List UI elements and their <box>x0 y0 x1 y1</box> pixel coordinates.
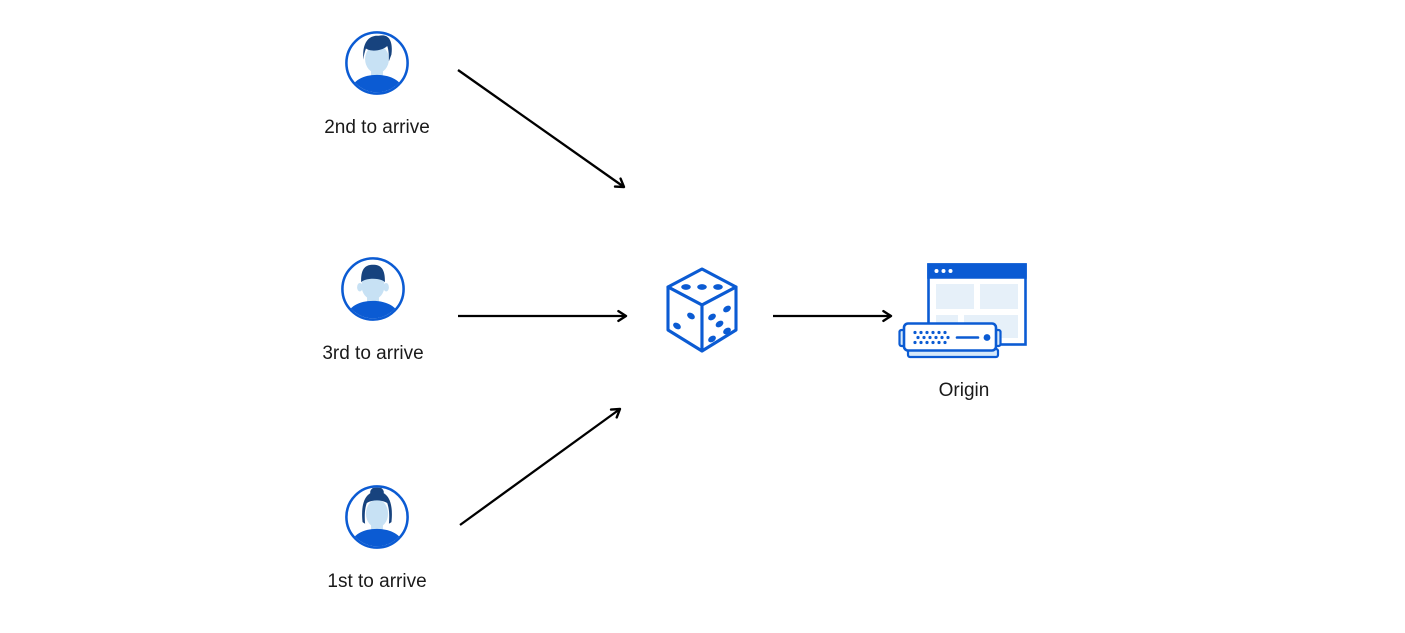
browser-server-icon <box>898 262 1030 364</box>
server-icon <box>898 322 1002 359</box>
arrow-user-2nd-to-dice <box>457 69 626 189</box>
dice-icon <box>664 267 740 359</box>
male-avatar-flattop-icon <box>339 255 407 323</box>
male-avatar-pompadour-icon <box>343 29 411 97</box>
node-label-user-3rd: 3rd to arrive <box>322 343 424 364</box>
node-user-3rd: 3rd to arrive <box>322 255 424 366</box>
node-randomizer <box>664 265 740 355</box>
node-label-user-1st: 1st to arrive <box>327 571 427 592</box>
node-origin: Origin <box>898 262 1030 403</box>
node-label-user-2nd: 2nd to arrive <box>324 117 430 138</box>
node-user-1st: 1st to arrive <box>327 483 427 594</box>
node-label-origin: Origin <box>938 380 990 401</box>
node-user-2nd: 2nd to arrive <box>324 29 430 140</box>
arrow-user-1st-to-dice <box>459 407 622 526</box>
female-avatar-bun-icon <box>343 483 411 551</box>
